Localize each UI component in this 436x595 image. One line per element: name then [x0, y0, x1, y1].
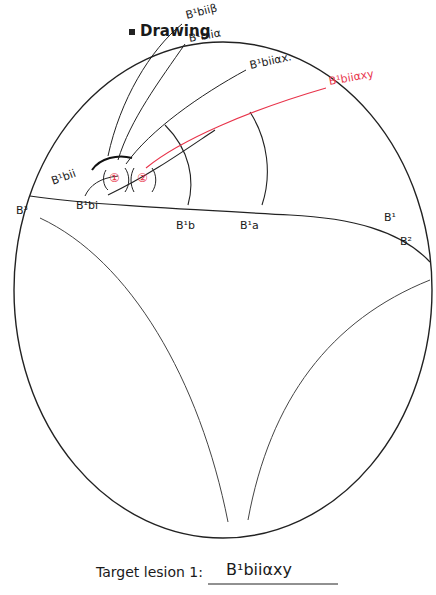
spur-line — [250, 112, 267, 205]
leader-line — [146, 88, 326, 168]
spur-line — [125, 168, 129, 192]
leader-line — [108, 24, 182, 156]
carina-line — [30, 196, 430, 262]
callout-number: ② — [137, 172, 148, 185]
leader-line — [126, 70, 246, 164]
branch-label: B¹bii — [50, 168, 78, 188]
branch-label: B¹ — [384, 212, 396, 224]
branch-label: B¹a — [240, 220, 259, 232]
spur-line — [131, 168, 134, 192]
callout-number: ① — [109, 172, 120, 185]
spur-line — [152, 168, 156, 192]
answer-underline — [208, 584, 338, 585]
branch-label: B³ — [16, 205, 28, 217]
title-bullet — [129, 29, 135, 35]
leader-line — [118, 44, 185, 160]
branch-label: B¹biiαx. — [249, 51, 293, 72]
branch-label: B¹b — [176, 220, 195, 232]
airway-outline — [14, 42, 432, 538]
spur-line — [108, 130, 215, 195]
spur-line — [104, 170, 108, 190]
branch-label: B² — [400, 236, 412, 248]
carina-line — [248, 280, 430, 520]
branch-label: B¹biiβ — [185, 2, 219, 21]
answer-text: B¹biiαxy — [226, 561, 292, 579]
answer-prompt: Target lesion 1: — [96, 565, 203, 580]
spur-line — [165, 125, 191, 205]
target-branch-label: B¹biiαxy — [328, 68, 375, 88]
carina-line — [40, 218, 228, 522]
branch-label: B¹bi — [76, 200, 98, 212]
